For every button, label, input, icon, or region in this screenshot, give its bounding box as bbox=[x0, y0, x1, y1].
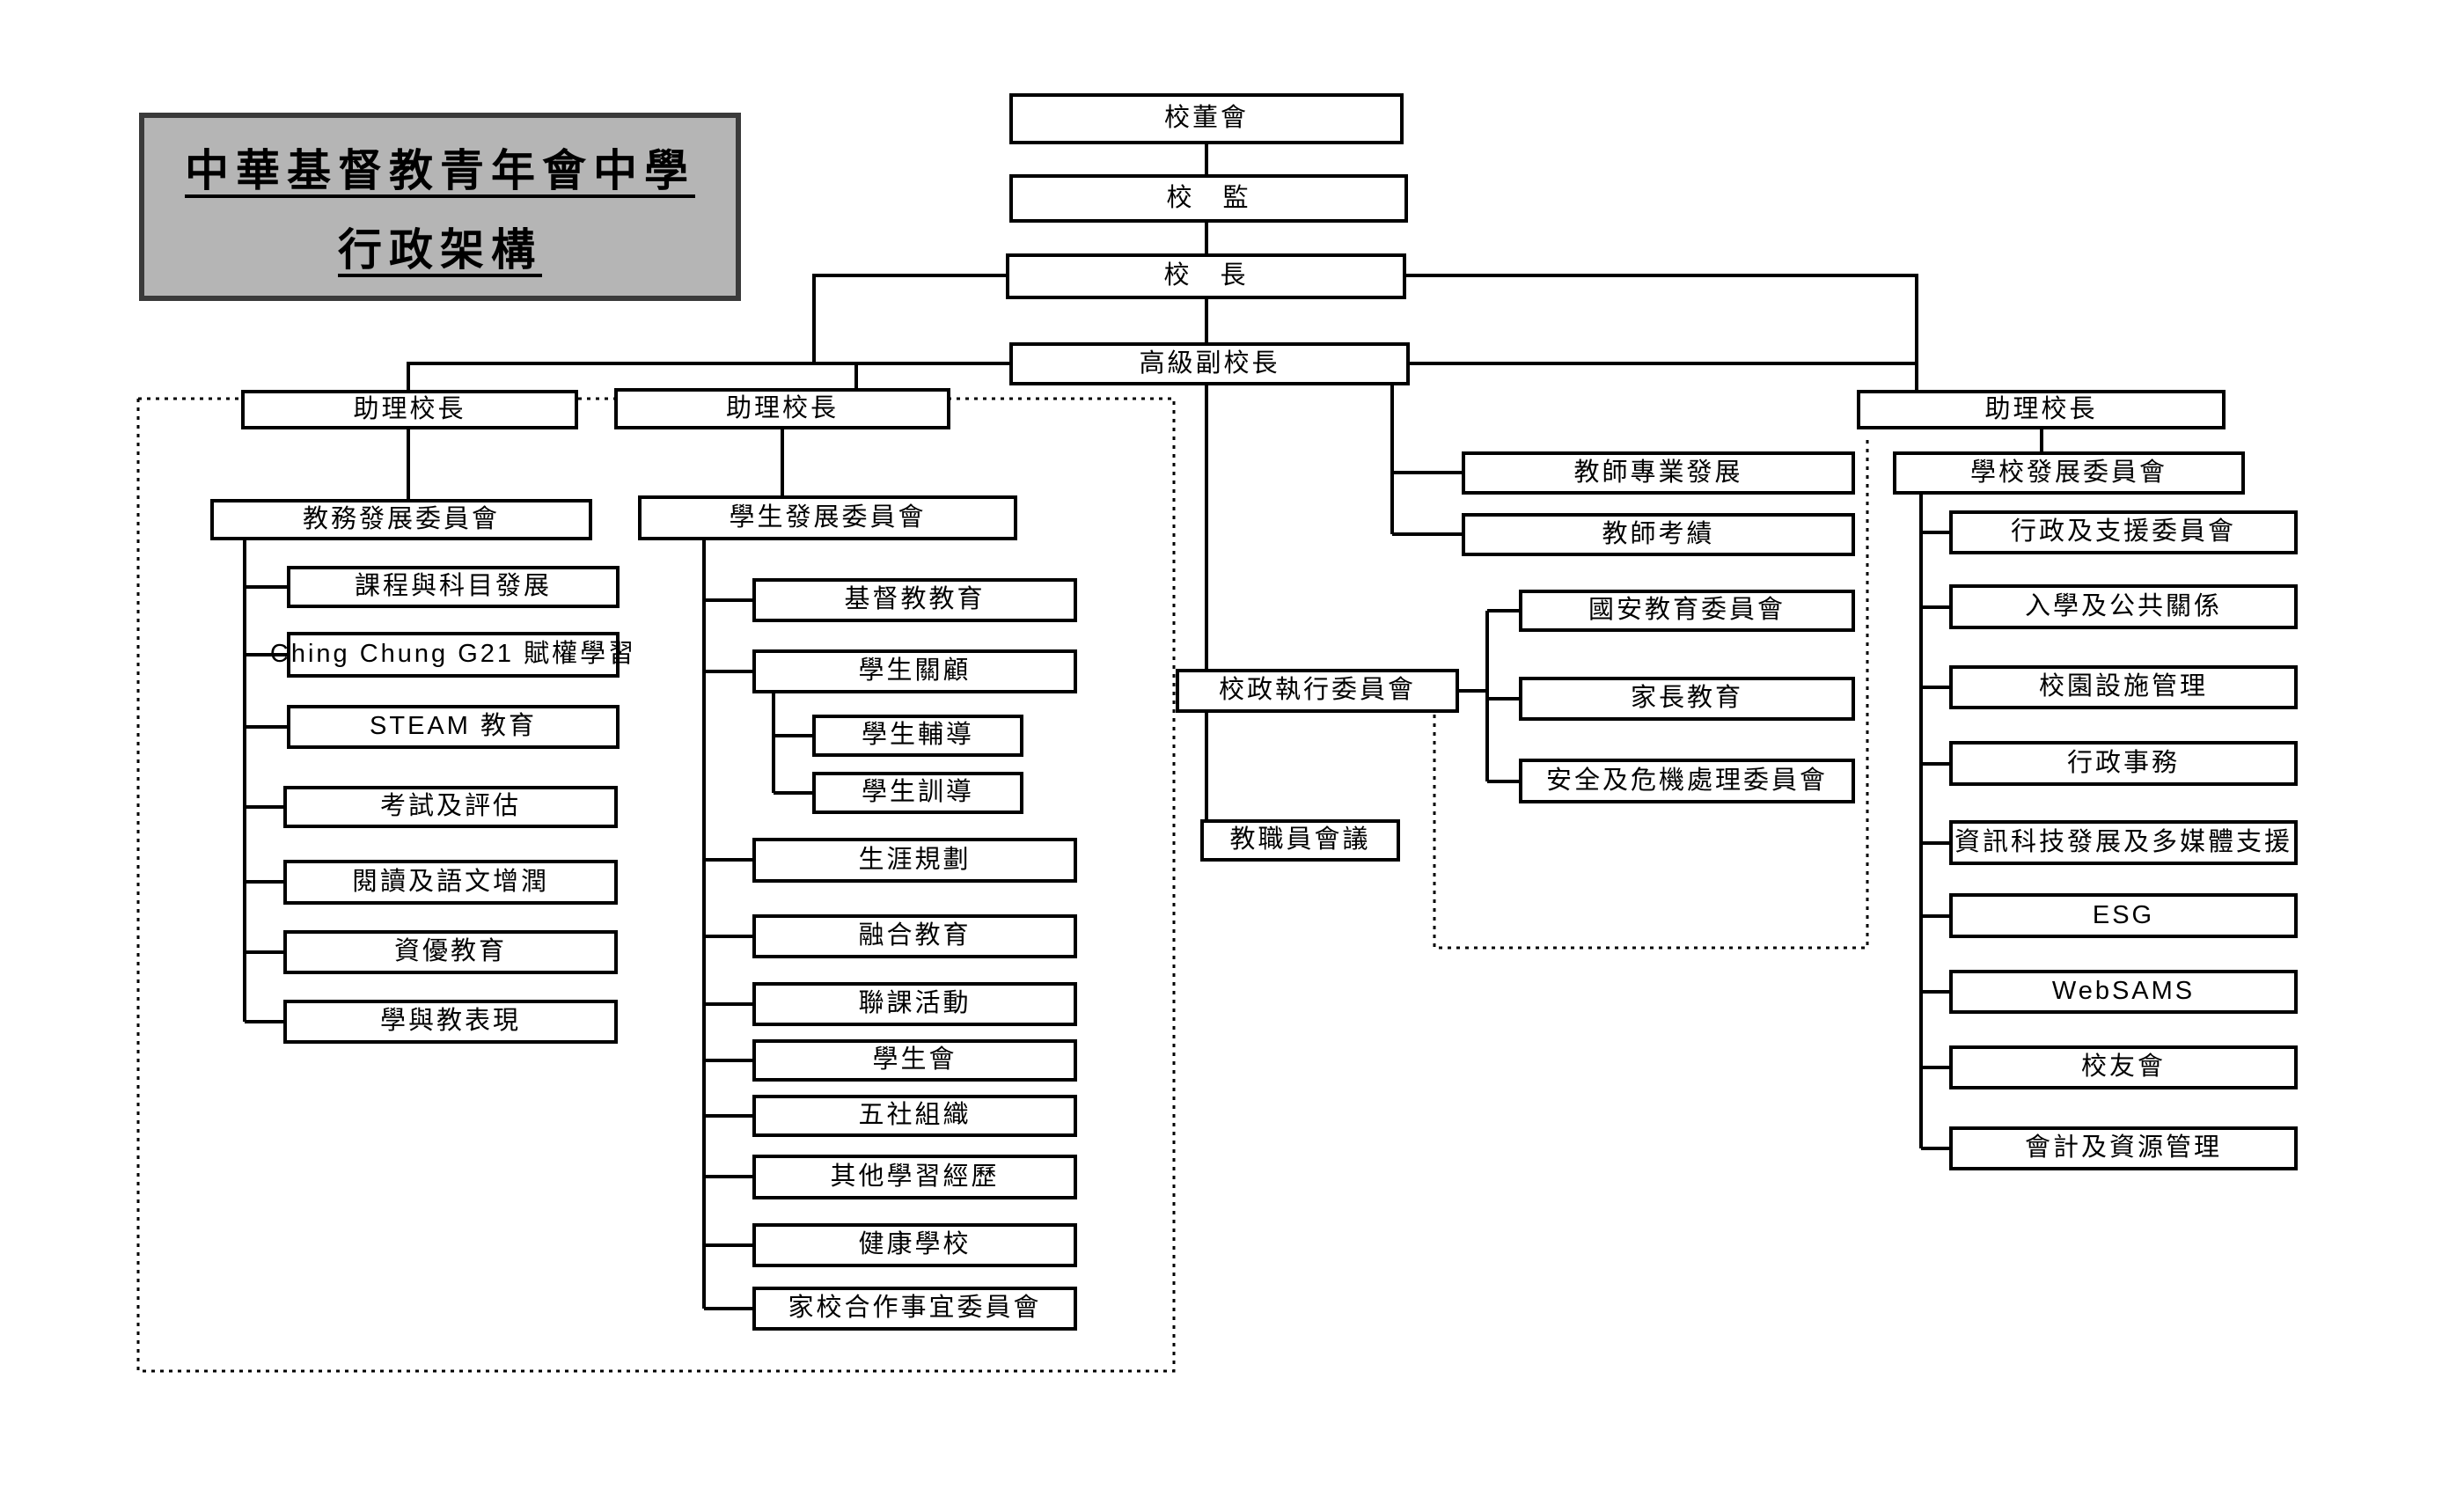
node-steam-education: STEAM 教育 bbox=[287, 705, 620, 749]
node-career-planning: 生涯規劃 bbox=[752, 838, 1077, 883]
node-school-executive-committee: 校政執行委員會 bbox=[1176, 669, 1459, 713]
node-admin-support-committee: 行政及支援委員會 bbox=[1949, 510, 2298, 554]
node-teacher-professional-development: 教師專業發展 bbox=[1462, 451, 1855, 495]
node-healthy-school: 健康學校 bbox=[752, 1223, 1077, 1267]
node-reading-language-enrichment: 閱讀及語文增潤 bbox=[283, 860, 618, 905]
node-supervisor: 校 監 bbox=[1009, 174, 1408, 223]
node-assistant-principal-left: 助理校長 bbox=[241, 390, 578, 429]
node-principal: 校 長 bbox=[1006, 253, 1406, 299]
node-assistant-principal-right: 助理校長 bbox=[1857, 390, 2226, 429]
node-academic-development-committee: 教務發展委員會 bbox=[210, 499, 592, 540]
node-websams: WebSAMS bbox=[1949, 970, 2298, 1014]
node-student-development-committee: 學生發展委員會 bbox=[638, 495, 1017, 540]
node-gifted-education: 資優教育 bbox=[283, 930, 618, 974]
node-student-discipline: 學生訓導 bbox=[812, 772, 1023, 814]
node-other-learning-experiences: 其他學習經歷 bbox=[752, 1155, 1077, 1199]
node-home-school-cooperation: 家校合作事宜委員會 bbox=[752, 1287, 1077, 1331]
node-senior-vice-principal: 高級副校長 bbox=[1009, 342, 1410, 385]
title-box: 中華基督教青年會中學 行政架構 bbox=[139, 113, 741, 301]
node-five-houses: 五社組織 bbox=[752, 1095, 1077, 1137]
node-safety-crisis-management: 安全及危機處理委員會 bbox=[1519, 759, 1855, 803]
node-esg: ESG bbox=[1949, 893, 2298, 938]
node-student-union: 學生會 bbox=[752, 1039, 1077, 1082]
node-it-development-multimedia: 資訊科技發展及多媒體支援 bbox=[1949, 820, 2298, 865]
connector-line bbox=[1406, 274, 1918, 390]
node-co-curricular-activities: 聯課活動 bbox=[752, 982, 1077, 1026]
node-staff-meeting: 教職員會議 bbox=[1200, 819, 1400, 862]
node-inclusive-education: 融合教育 bbox=[752, 914, 1077, 958]
node-parent-education: 家長教育 bbox=[1519, 677, 1855, 721]
node-learning-teaching-performance: 學與教表現 bbox=[283, 1000, 618, 1044]
connector-line bbox=[812, 274, 1006, 363]
node-accounting-resource-management: 會計及資源管理 bbox=[1949, 1126, 2298, 1170]
node-teacher-appraisal: 教師考績 bbox=[1462, 513, 1855, 556]
node-school-development-committee: 學校發展委員會 bbox=[1893, 451, 2245, 495]
node-administrative-affairs: 行政事務 bbox=[1949, 741, 2298, 786]
connector-line bbox=[407, 362, 1009, 390]
node-student-care: 學生關顧 bbox=[752, 649, 1077, 693]
dotted-boundary bbox=[136, 397, 1176, 1373]
title-line-subtitle: 行政架構 bbox=[338, 225, 542, 275]
node-admissions-public-relations: 入學及公共關係 bbox=[1949, 584, 2298, 629]
node-curriculum-subject-development: 課程與科目發展 bbox=[287, 566, 620, 608]
node-alumni-association: 校友會 bbox=[1949, 1045, 2298, 1089]
title-line-school-name: 中華基督教青年會中學 bbox=[185, 146, 695, 195]
node-student-counselling: 學生輔導 bbox=[812, 715, 1023, 757]
node-assistant-principal-middle: 助理校長 bbox=[614, 388, 950, 429]
node-exams-and-assessment: 考試及評估 bbox=[283, 786, 618, 828]
node-ching-chung-g21: Ching Chung G21 賦權學習 bbox=[270, 632, 634, 678]
dotted-boundary bbox=[1433, 438, 1869, 950]
node-national-security-education: 國安教育委員會 bbox=[1519, 590, 1855, 632]
node-school-board: 校董會 bbox=[1009, 93, 1404, 144]
node-christian-education: 基督教教育 bbox=[752, 578, 1077, 622]
node-campus-facilities-management: 校園設施管理 bbox=[1949, 665, 2298, 709]
